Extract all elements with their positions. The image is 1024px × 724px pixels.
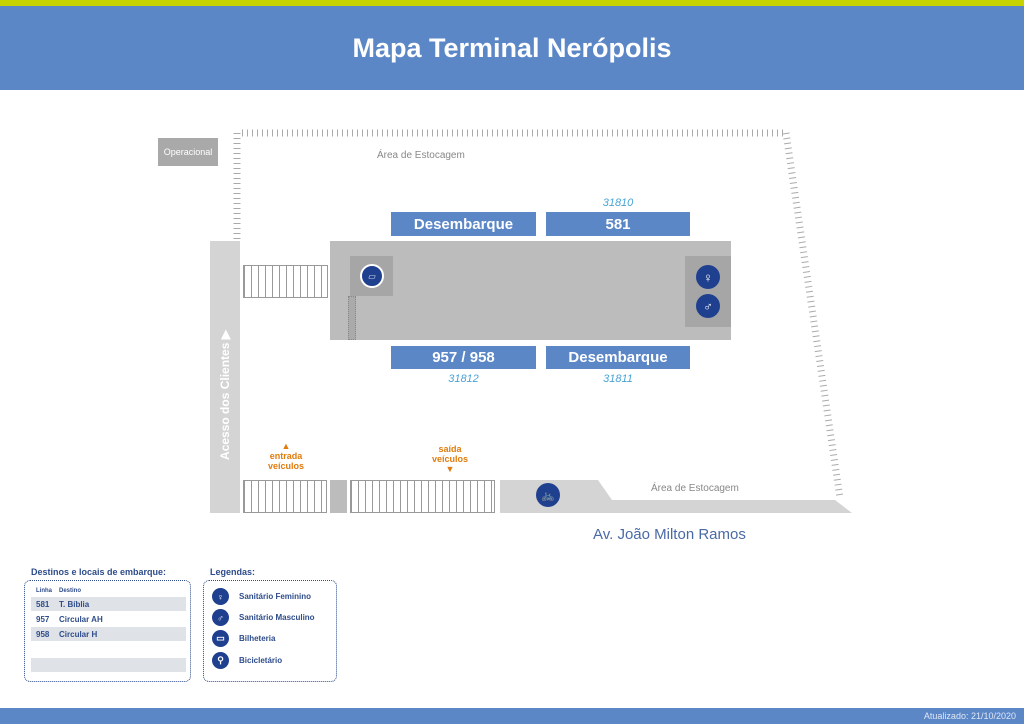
platform-581: 581 [546,212,690,236]
platform-desembarque-top: Desembarque [391,212,536,236]
destinations-title: Destinos e locais de embarque: [31,567,167,577]
restrooms: ♀ ♂ [685,256,731,327]
legend-label: Bilheteria [239,634,276,643]
line-number: 958 [36,629,50,639]
destinations-table: Linha Destino 581 T. Bíblia 957 Circular AH… [24,580,191,682]
header-linha: Linha [36,588,52,594]
header-destino: Destino [59,588,82,594]
crosswalk [243,480,327,513]
platform-957-958: 957 / 958 [391,346,536,369]
legend-label: Sanitário Feminino [239,592,312,601]
storage-area-label: Área de Estocagem [651,483,739,494]
male-restroom-icon: ♂ [696,294,720,318]
destination: T. Bíblia [59,599,90,609]
platform-code: 31812 [448,373,479,385]
line-number: 581 [36,599,50,609]
ticket-office: ▭ [350,256,393,296]
ramp [348,296,356,340]
vehicle-exit-label: saída veículos [431,444,469,464]
legend-label: Bicicletário [239,656,283,665]
table-row-empty [31,658,186,672]
header: Mapa Terminal Nerópolis [0,6,1024,90]
customer-access-path: Acesso dos Clientes ▶ [210,241,240,513]
legend-item: ♂ Sanitário Masculino [212,609,315,626]
footer: Atualizado: 21/10/2020 [0,708,1024,724]
vehicle-entrance-label: entrada veículos [267,451,305,471]
legend-item: ♀ Sanitário Feminino [212,588,311,605]
customer-access-text: Acesso dos Clientes [218,342,232,460]
platform-code: 31810 [602,197,634,209]
male-restroom-icon: ♂ [212,609,229,626]
updated-date: Atualizado: 21/10/2020 [923,711,1016,721]
destination: Circular AH [59,614,103,624]
table-header: Linha Destino [31,586,186,596]
ticket-office-icon: ▭ [212,630,229,647]
street-name: Av. João Milton Ramos [593,526,746,543]
legend-panel: ♀ Sanitário Feminino ♂ Sanitário Masculino… [203,580,337,682]
customer-access-label: Acesso dos Clientes ▶ [218,330,232,460]
legend-item: ▭ Bilheteria [212,630,275,647]
legend-label: Sanitário Masculino [239,613,315,622]
bicycle-icon: 🚲 [536,483,560,507]
top-accent-stripe [0,0,1024,6]
operational-area: Operacional [158,138,218,166]
crosswalk [350,480,495,513]
line-number: 957 [36,614,50,624]
island [330,480,347,513]
destination: Circular H [59,629,98,639]
table-row: 957 Circular AH [31,612,186,626]
legend-item: ⚲ Bicicletário [212,652,282,669]
vehicle-entrance: ▲entrada veículos [267,441,305,471]
page-title: Mapa Terminal Nerópolis [352,32,672,63]
vehicle-exit: saída veículos▼ [431,444,469,474]
ticket-office-icon: ▭ [359,264,384,288]
storage-area-label: Área de Estocagem [377,150,465,161]
female-restroom-icon: ♀ [696,265,720,289]
bicycle-icon: ⚲ [212,652,229,669]
table-row: 581 T. Bíblia [31,597,186,611]
table-row: 958 Circular H [31,627,186,641]
legend-title: Legendas: [210,567,256,577]
crosswalk [243,265,328,298]
female-restroom-icon: ♀ [212,588,229,605]
platform-code: 31811 [603,373,633,385]
terminal-building [330,241,731,340]
platform-desembarque-bottom: Desembarque [546,346,690,369]
